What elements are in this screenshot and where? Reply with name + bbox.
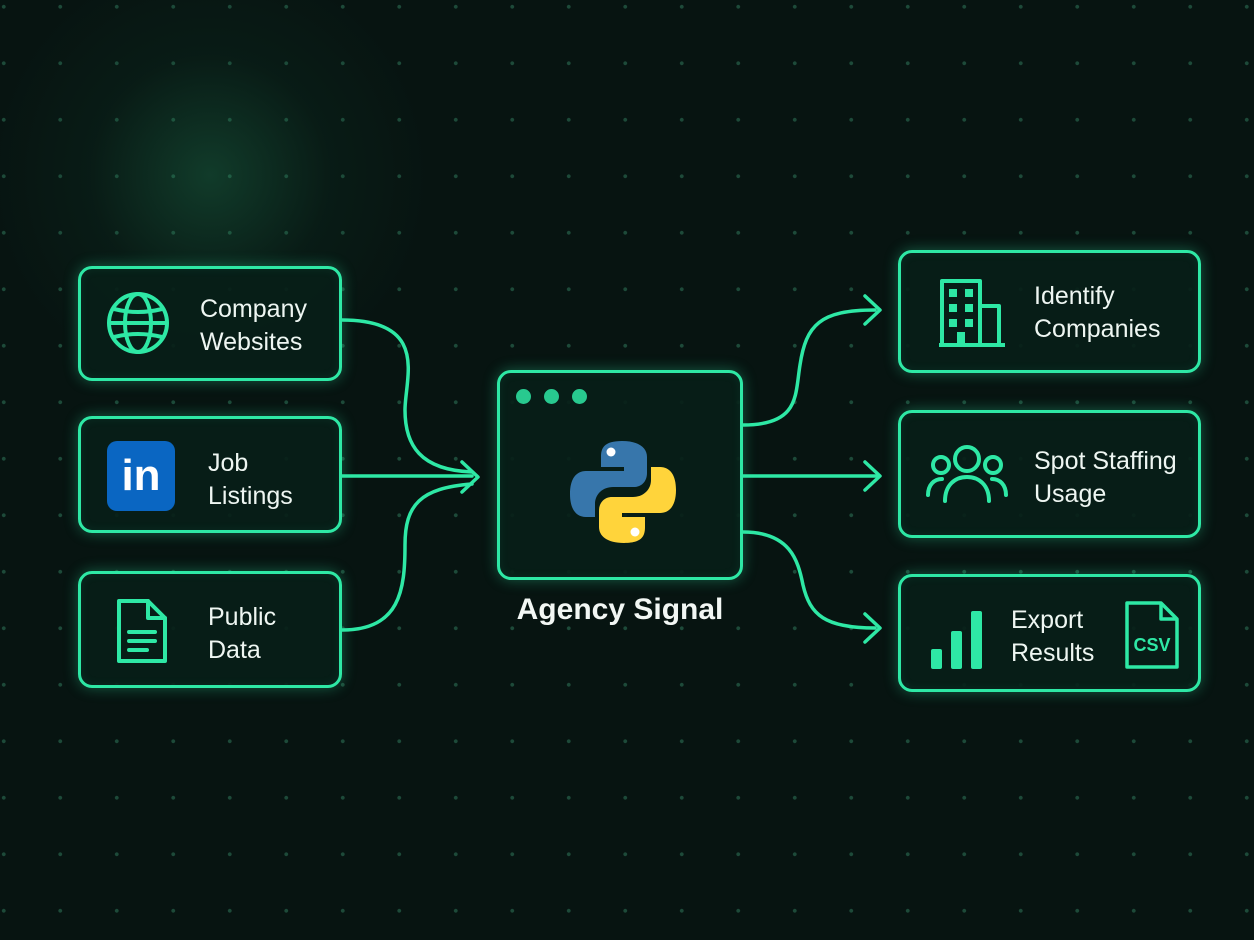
- output-identify-companies: Identify Companies: [898, 250, 1201, 373]
- output-label-line1: Export: [1011, 606, 1084, 634]
- connector-websites: [340, 318, 474, 474]
- linkedin-icon: in: [107, 441, 175, 511]
- arrowhead-staffing: [863, 460, 882, 492]
- source-label: Job Listings: [208, 447, 293, 513]
- csv-badge: CSV: [1133, 635, 1171, 655]
- source-job-listings: in Job Listings: [78, 416, 342, 533]
- globe-icon: [107, 292, 169, 354]
- python-logo: [570, 441, 676, 543]
- window-dot: [572, 389, 587, 404]
- document-icon: [117, 599, 167, 663]
- connector-export: [741, 530, 877, 630]
- csv-file-icon: CSV: [1123, 599, 1181, 671]
- output-label-line2: Usage: [1034, 480, 1107, 508]
- connector-identify: [741, 308, 877, 427]
- window-dot: [544, 389, 559, 404]
- center-title: Agency Signal: [516, 593, 724, 626]
- window-controls: [516, 389, 587, 404]
- source-label-line1: Job: [208, 449, 249, 477]
- source-label-line1: Public: [208, 603, 277, 631]
- output-label-line1: Identify: [1034, 282, 1115, 310]
- output-label-line1: Spot Staffing: [1034, 447, 1177, 475]
- source-company-websites: Company Websites: [78, 266, 342, 381]
- bar-chart-icon: [931, 611, 982, 669]
- source-public-data: Public Data: [78, 571, 342, 688]
- source-label-line2: Data: [208, 636, 261, 664]
- source-label-line2: Listings: [208, 482, 293, 510]
- output-label-line2: Companies: [1034, 315, 1161, 343]
- source-label: Company Websites: [200, 293, 307, 359]
- center-app-window: [497, 370, 743, 580]
- arrowhead-export: [863, 612, 882, 644]
- output-label-line2: Results: [1011, 639, 1095, 667]
- output-spot-staffing-usage: Spot Staffing Usage: [898, 410, 1201, 538]
- window-dot: [516, 389, 531, 404]
- output-label: Spot Staffing Usage: [1034, 445, 1177, 511]
- output-export-results: Export Results CSV: [898, 574, 1201, 692]
- people-icon: [926, 445, 1008, 503]
- source-label-line2: Websites: [200, 328, 303, 356]
- source-label-line1: Company: [200, 295, 307, 323]
- connector-public: [340, 482, 474, 632]
- arrowhead-center: [460, 460, 480, 494]
- building-icon: [939, 279, 1005, 347]
- source-label: Public Data: [208, 601, 276, 667]
- linkedin-icon-text: in: [121, 451, 161, 500]
- output-label: Export Results: [1011, 604, 1094, 670]
- arrowhead-identify: [863, 294, 882, 326]
- output-label: Identify Companies: [1034, 280, 1160, 346]
